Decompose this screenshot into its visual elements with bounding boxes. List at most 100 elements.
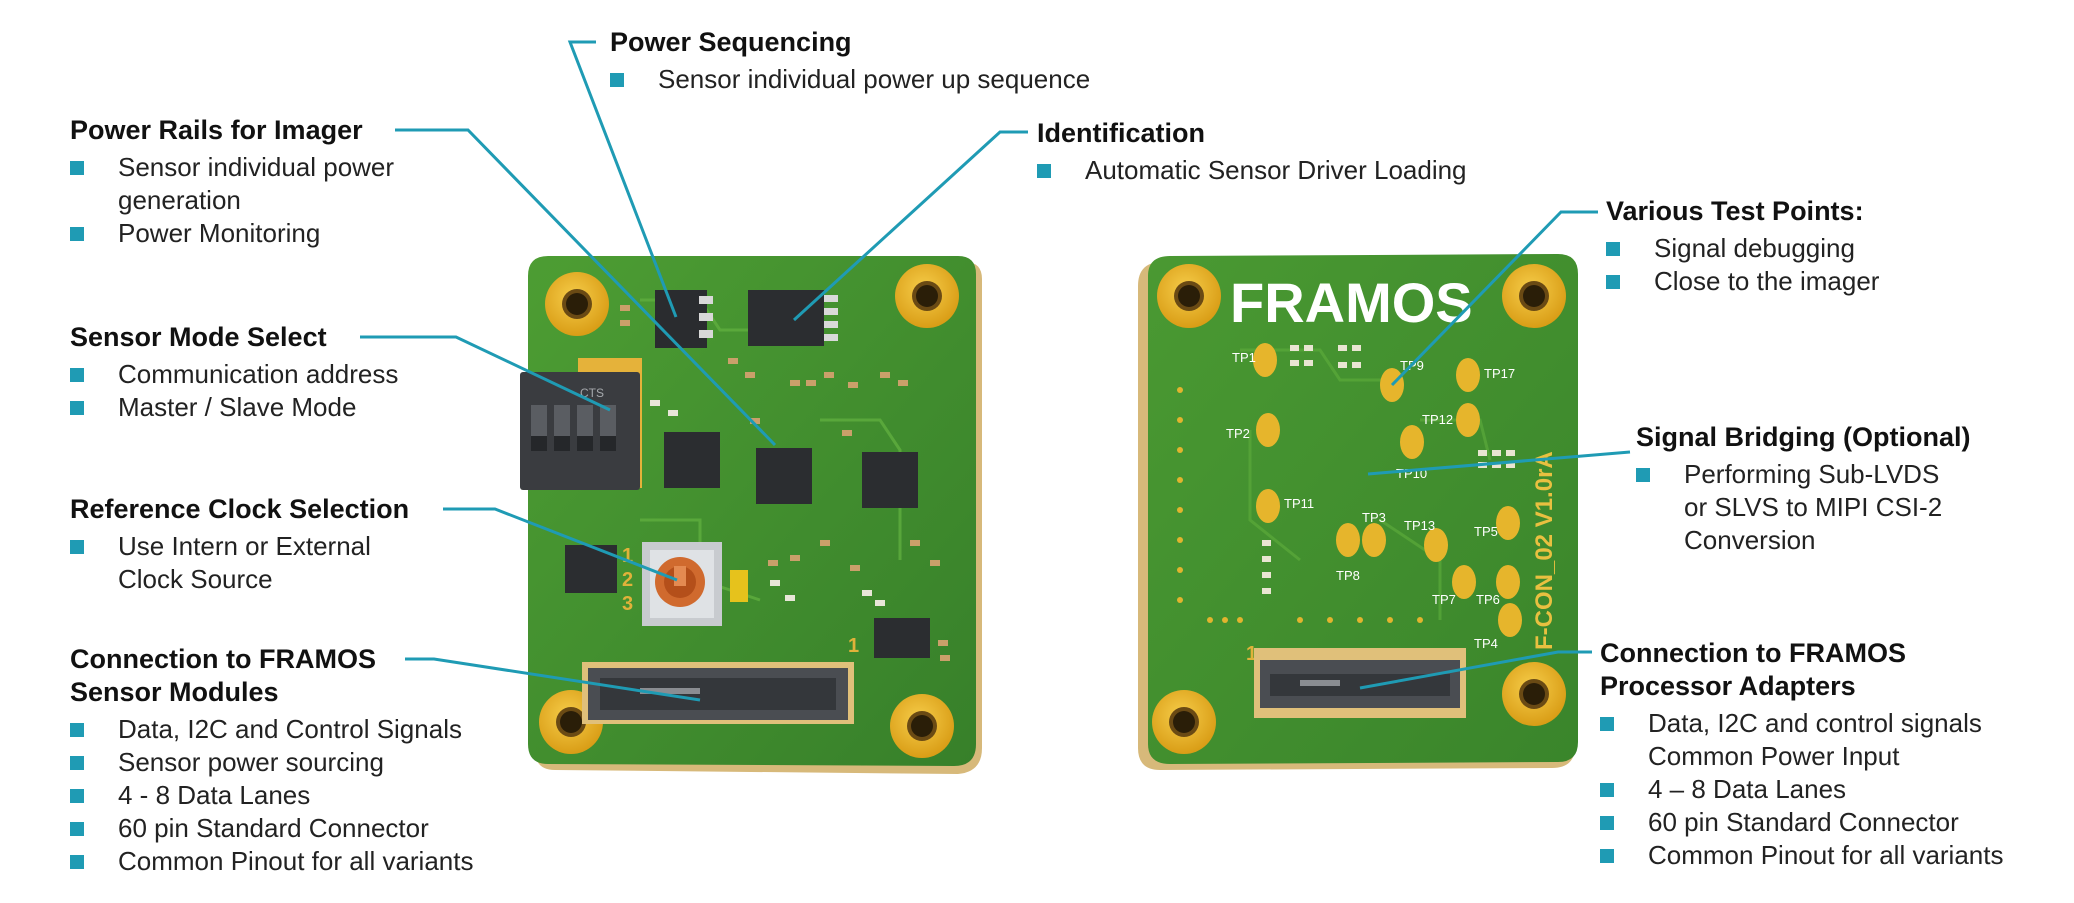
list-item: 4 - 8 Data Lanes [70,779,473,812]
sensor-mode-title: Sensor Mode Select [70,322,327,352]
left-mount-pad-tl [545,272,609,336]
tp11-label: TP11 [1284,496,1314,511]
tp7-label: TP7 [1432,592,1456,607]
list-item: Data, I2C and Control Signals [70,713,473,746]
leader-power-rails [395,128,777,447]
bullet-square-icon [70,227,84,241]
bullet-square-icon [1600,849,1614,863]
callout-test-points: Various Test Points: Signal debugging Cl… [1606,195,1879,298]
bullet-square-icon [70,723,84,737]
list-item: Signal debugging [1606,232,1879,265]
connection-sensor-title-2: Sensor Modules [70,677,279,707]
right-mount-pad-tl [1157,264,1221,328]
tp6-label: TP6 [1476,592,1500,607]
bullet-square-icon [70,822,84,836]
list-item: Sensor power sourcing [70,746,473,779]
bullet-square-icon [70,368,84,382]
tp13-label: TP13 [1404,518,1435,533]
clock-selector-switch [642,542,748,626]
connection-processor-title-2: Processor Adapters [1600,671,1856,701]
leader-connection-sensor [405,657,701,702]
bullet-square-icon [1600,717,1614,731]
bullet-square-icon [610,73,624,87]
tp12-label: TP12 [1422,412,1453,427]
sensor-mode-list: Communication address Master / Slave Mod… [70,358,398,424]
sensor-connector [582,662,854,724]
list-item: Communication address [70,358,398,391]
tp4-label: TP4 [1474,636,1498,651]
bullet-square-icon [1600,816,1614,830]
right-mount-pad-br [1502,662,1566,726]
bullet-square-icon [1606,275,1620,289]
list-item: Sensor individual power up sequence [610,63,1090,96]
leader-sensor-mode [360,335,611,412]
leader-identification [792,130,1028,322]
right-mount-pad-bl [1152,690,1216,754]
power-regulator-1 [664,432,720,488]
callout-connection-sensor: Connection to FRAMOS Sensor Modules Data… [70,643,473,878]
bullet-square-icon [1636,468,1650,482]
power-rails-title: Power Rails for Imager [70,115,363,145]
callout-connection-processor: Connection to FRAMOS Processor Adapters … [1600,637,2003,872]
power-sequencing-title: Power Sequencing [610,27,852,57]
signal-bridging-title: Signal Bridging (Optional) [1636,422,1971,452]
tp2-label: TP2 [1226,426,1250,441]
board-revision-text: F-CON_02 V1.0rA [1531,451,1558,650]
list-item: 60 pin Standard Connector [70,812,473,845]
leader-power-sequencing [567,40,678,318]
identification-chip [748,290,838,346]
leader-reference-clock [443,507,678,582]
tp5-label: TP5 [1474,524,1498,539]
framos-logo: FRAMOS [1230,271,1473,334]
clock-silk-2: 2 [622,569,633,591]
leader-connection-processor [1359,650,1592,690]
left-mount-pad-tr [895,264,959,328]
dip-switch-label: CTS [580,386,604,400]
power-sequencing-chip [655,290,713,348]
leader-test-points [1390,210,1598,387]
list-item: Common Pinout for all variants [70,845,473,878]
bullet-square-icon [70,161,84,175]
bullet-square-icon [70,855,84,869]
callout-identification: Identification Automatic Sensor Driver L… [1037,117,1467,187]
test-points-list: Signal debugging Close to the imager [1606,232,1879,298]
power-regulator-2 [756,448,812,504]
clock-silk-3: 3 [622,593,633,615]
tp17-label: TP17 [1484,366,1515,381]
list-item: 60 pin Standard Connector [1600,806,2003,839]
list-item: Close to the imager [1606,265,1879,298]
processor-connector [1254,648,1466,718]
bullet-square-icon [70,789,84,803]
callout-reference-clock: Reference Clock Selection Use Intern or … [70,493,409,596]
list-item: Common Pinout for all variants [1600,839,2003,872]
power-regulator-3 [862,452,918,508]
identification-list: Automatic Sensor Driver Loading [1037,154,1467,187]
connection-sensor-list: Data, I2C and Control Signals Sensor pow… [70,713,473,878]
tp3-label: TP3 [1362,510,1386,525]
bullet-square-icon [1037,164,1051,178]
power-sequencing-list: Sensor individual power up sequence [610,63,1090,96]
bullet-square-icon [70,540,84,554]
callout-sensor-mode: Sensor Mode Select Communication address… [70,321,398,424]
tp1-label: TP1 [1232,350,1256,365]
right-board: FRAMOS F-CON_02 V1.0rA TP1 [1138,254,1578,770]
right-mount-pad-tr [1502,264,1566,328]
tp8-label: TP8 [1336,568,1360,583]
leader-lines [360,40,1631,702]
bullet-square-icon [70,756,84,770]
reference-clock-title: Reference Clock Selection [70,494,410,524]
test-points-title: Various Test Points: [1606,196,1864,226]
bullet-square-icon [1606,242,1620,256]
list-item: 4 – 8 Data Lanes [1600,773,2003,806]
callout-power-rails: Power Rails for Imager Sensor individual… [70,114,394,250]
connector-pin-one-right: 1 [1246,643,1257,665]
identification-title: Identification [1037,118,1205,148]
left-board: CTS [520,256,982,774]
